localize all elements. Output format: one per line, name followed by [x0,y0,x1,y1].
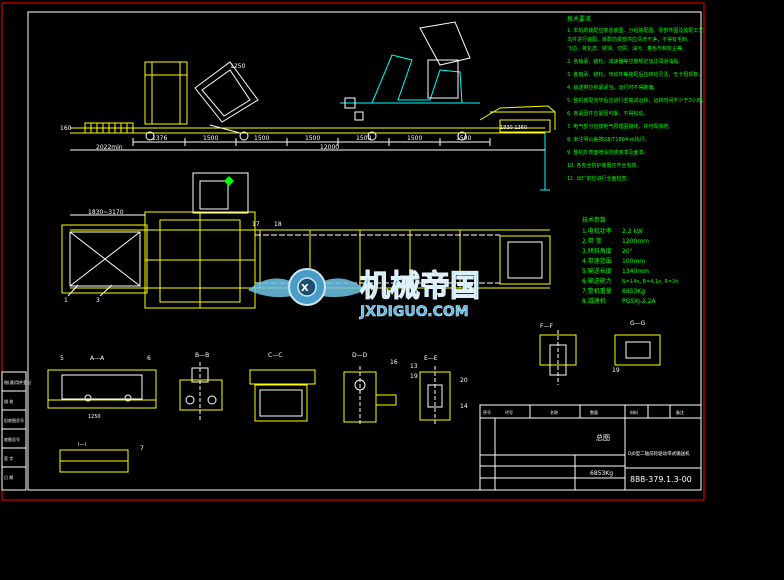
spec-value: 6853Kg [622,288,645,295]
section-label: E—E [424,355,438,362]
section-label: D—D [352,352,368,359]
watermark-logo: X 机械帝国 JXDIGUO.COM [248,268,481,320]
spec-value: PGSXJ-2.2A [622,298,656,305]
callout-7: 7 [140,445,144,452]
note-line: 11. 出厂前应进行全面检查。 [567,175,632,182]
dim-plan: 1830~3170 [88,209,124,216]
section-label: C—C [268,352,282,359]
specs-table: 技术参数 1.电机功率 2.2 kW 2.带 宽 1200mm 3.倾斜角度 2… [582,216,679,305]
sidebar-label: 借(通)用件登记 [4,379,31,385]
dim-side: 160 [60,125,72,132]
note-line: 7. 电气部分应按电气原理图接线，并可靠接地。 [567,123,673,130]
tb-head: 代号 [505,409,513,415]
note-line: 9. 整机外表面喷涂防锈底漆及面漆。 [567,149,648,156]
dim-label: 1500 [456,135,471,142]
spec-key: 3.倾斜角度 [582,247,612,255]
section-label: I—I [78,442,86,448]
sidebar-stamp-table: 借(通)用件登记 描 校 旧底图总号 底图总号 签 字 日 期 [1,371,31,491]
callout-3: 3 [96,297,100,304]
callout-15: 16 [390,359,398,366]
inner-frame [27,11,702,491]
watermark-title: 机械帝国 [360,269,480,304]
callout-13: 13 [410,363,418,370]
spec-value: 1200mm [622,238,649,245]
note-line: 5. 整机装配完毕后应进行空载试运转，运转时间不少于2小时。 [567,97,707,104]
svg-text:X: X [301,283,309,294]
dim-total: 12000 [320,144,339,151]
callout-5: 5 [60,355,64,362]
spec-key: 5.输送长度 [582,267,612,275]
side-elevation-view: 1250 1376 1500 1500 1500 1500 [60,21,556,191]
dim-left: 2022min [96,144,123,151]
tb-head: 数量 [590,409,598,415]
sidebar-label: 底图总号 [4,436,20,442]
spec-value: 1340mm [622,268,649,275]
dim-label: 1500 [203,135,218,142]
dim-label: 1376 [152,135,167,142]
note-line: 1. 本机的装配应按总装图、分组装配图、零部件图及装配工艺 [567,27,703,34]
dim-label: 1500 [254,135,269,142]
section-label: G—G [630,320,646,327]
callout-20: 20 [460,377,468,384]
spec-key: 2.带 宽 [582,237,602,245]
dim-label: 1500 [356,135,371,142]
spec-key: 1.电机功率 [582,227,612,235]
dim-label: 1500 [305,135,320,142]
note-line: 飞边、氧化皮、锈蚀、切屑、油污、着色剂和灰尘等。 [567,45,687,52]
gear-wings-icon: X [248,268,366,306]
section-label: B—B [195,352,209,359]
technical-notes: 技术要求 1. 本机的装配应按总装图、分组装配图、零部件图及装配工艺 文件进行装… [567,15,707,182]
note-line: 8. 未注明公差按GB/T1804-m执行。 [567,136,650,143]
callout-1: 1 [64,297,68,304]
svg-text:1250: 1250 [230,63,245,70]
outer-frame [1,2,705,501]
callout-17: 18 [274,221,282,228]
section-views: A—A 1250 5 6 7 I—I B—B C—C D—D 16 E— [47,320,661,473]
dim-a: 1250 [88,414,101,420]
spec-key: 6.输送能力 [582,277,612,285]
note-line: 文件进行装配，装配前零部件应清洗干净，不得有毛刺、 [567,36,692,43]
spec-key: 8.减速机 [582,297,606,305]
section-label: F—F [540,323,553,330]
title-block: 序号 代号 名称 数量 材料 备注 总图 DJ0型二轴前轮驱动带式输送机 685… [479,404,702,491]
tb-head: 名称 [550,409,558,415]
sidebar-label: 描 校 [4,398,13,404]
tb-head: 备注 [676,409,684,415]
specs-title: 技术参数 [582,216,606,224]
callout-19: 19 [410,373,418,380]
tb-name: 总图 [596,433,610,442]
notes-title: 技术要求 [567,15,591,23]
sidebar-label: 签 字 [4,455,13,461]
note-line: 3. 各轴承、链轮、传动件等装配后应转动灵活，无卡阻现象。 [567,71,703,78]
note-line: 2. 各轴承、链轮、减速器等应按规定加注润滑油脂。 [567,58,683,65]
spec-key: 4.带速范围 [582,257,612,265]
tb-desc: DJ0型二轴前轮驱动带式输送机 [628,450,690,457]
note-line: 4. 输送带应张紧适当，运行时不得跑偏。 [567,84,658,91]
dim-label: 1500 [407,135,422,142]
note-line: 6. 各紧固件应紧固可靠，不得松动。 [567,110,648,117]
spec-value: N=14n, B=4.1n, R=2n [622,279,679,285]
callout-6: 6 [147,355,151,362]
spec-value: 20° [622,248,633,255]
tb-code: 888-379.1.3-00 [630,475,692,484]
spec-value: 2.2 kW [622,228,643,235]
sidebar-label: 日 期 [4,474,13,480]
dim-right: 1830 1360 [500,125,527,131]
callout-16: 17 [252,221,260,228]
note-line: 10. 各安全防护装置应齐全有效。 [567,162,642,169]
spec-key: 7.整机重量 [582,287,612,295]
sidebar-label: 旧底图总号 [4,417,24,423]
tb-head: 序号 [483,409,491,415]
callout-14: 14 [460,403,468,410]
spec-value: 100mm [622,258,645,265]
watermark-url: JXDIGUO.COM [359,304,469,320]
tb-weight: 6853Kg [590,470,613,477]
section-label: A—A [90,355,105,362]
tb-head: 材料 [630,409,638,415]
callout-18: 19 [612,367,620,374]
